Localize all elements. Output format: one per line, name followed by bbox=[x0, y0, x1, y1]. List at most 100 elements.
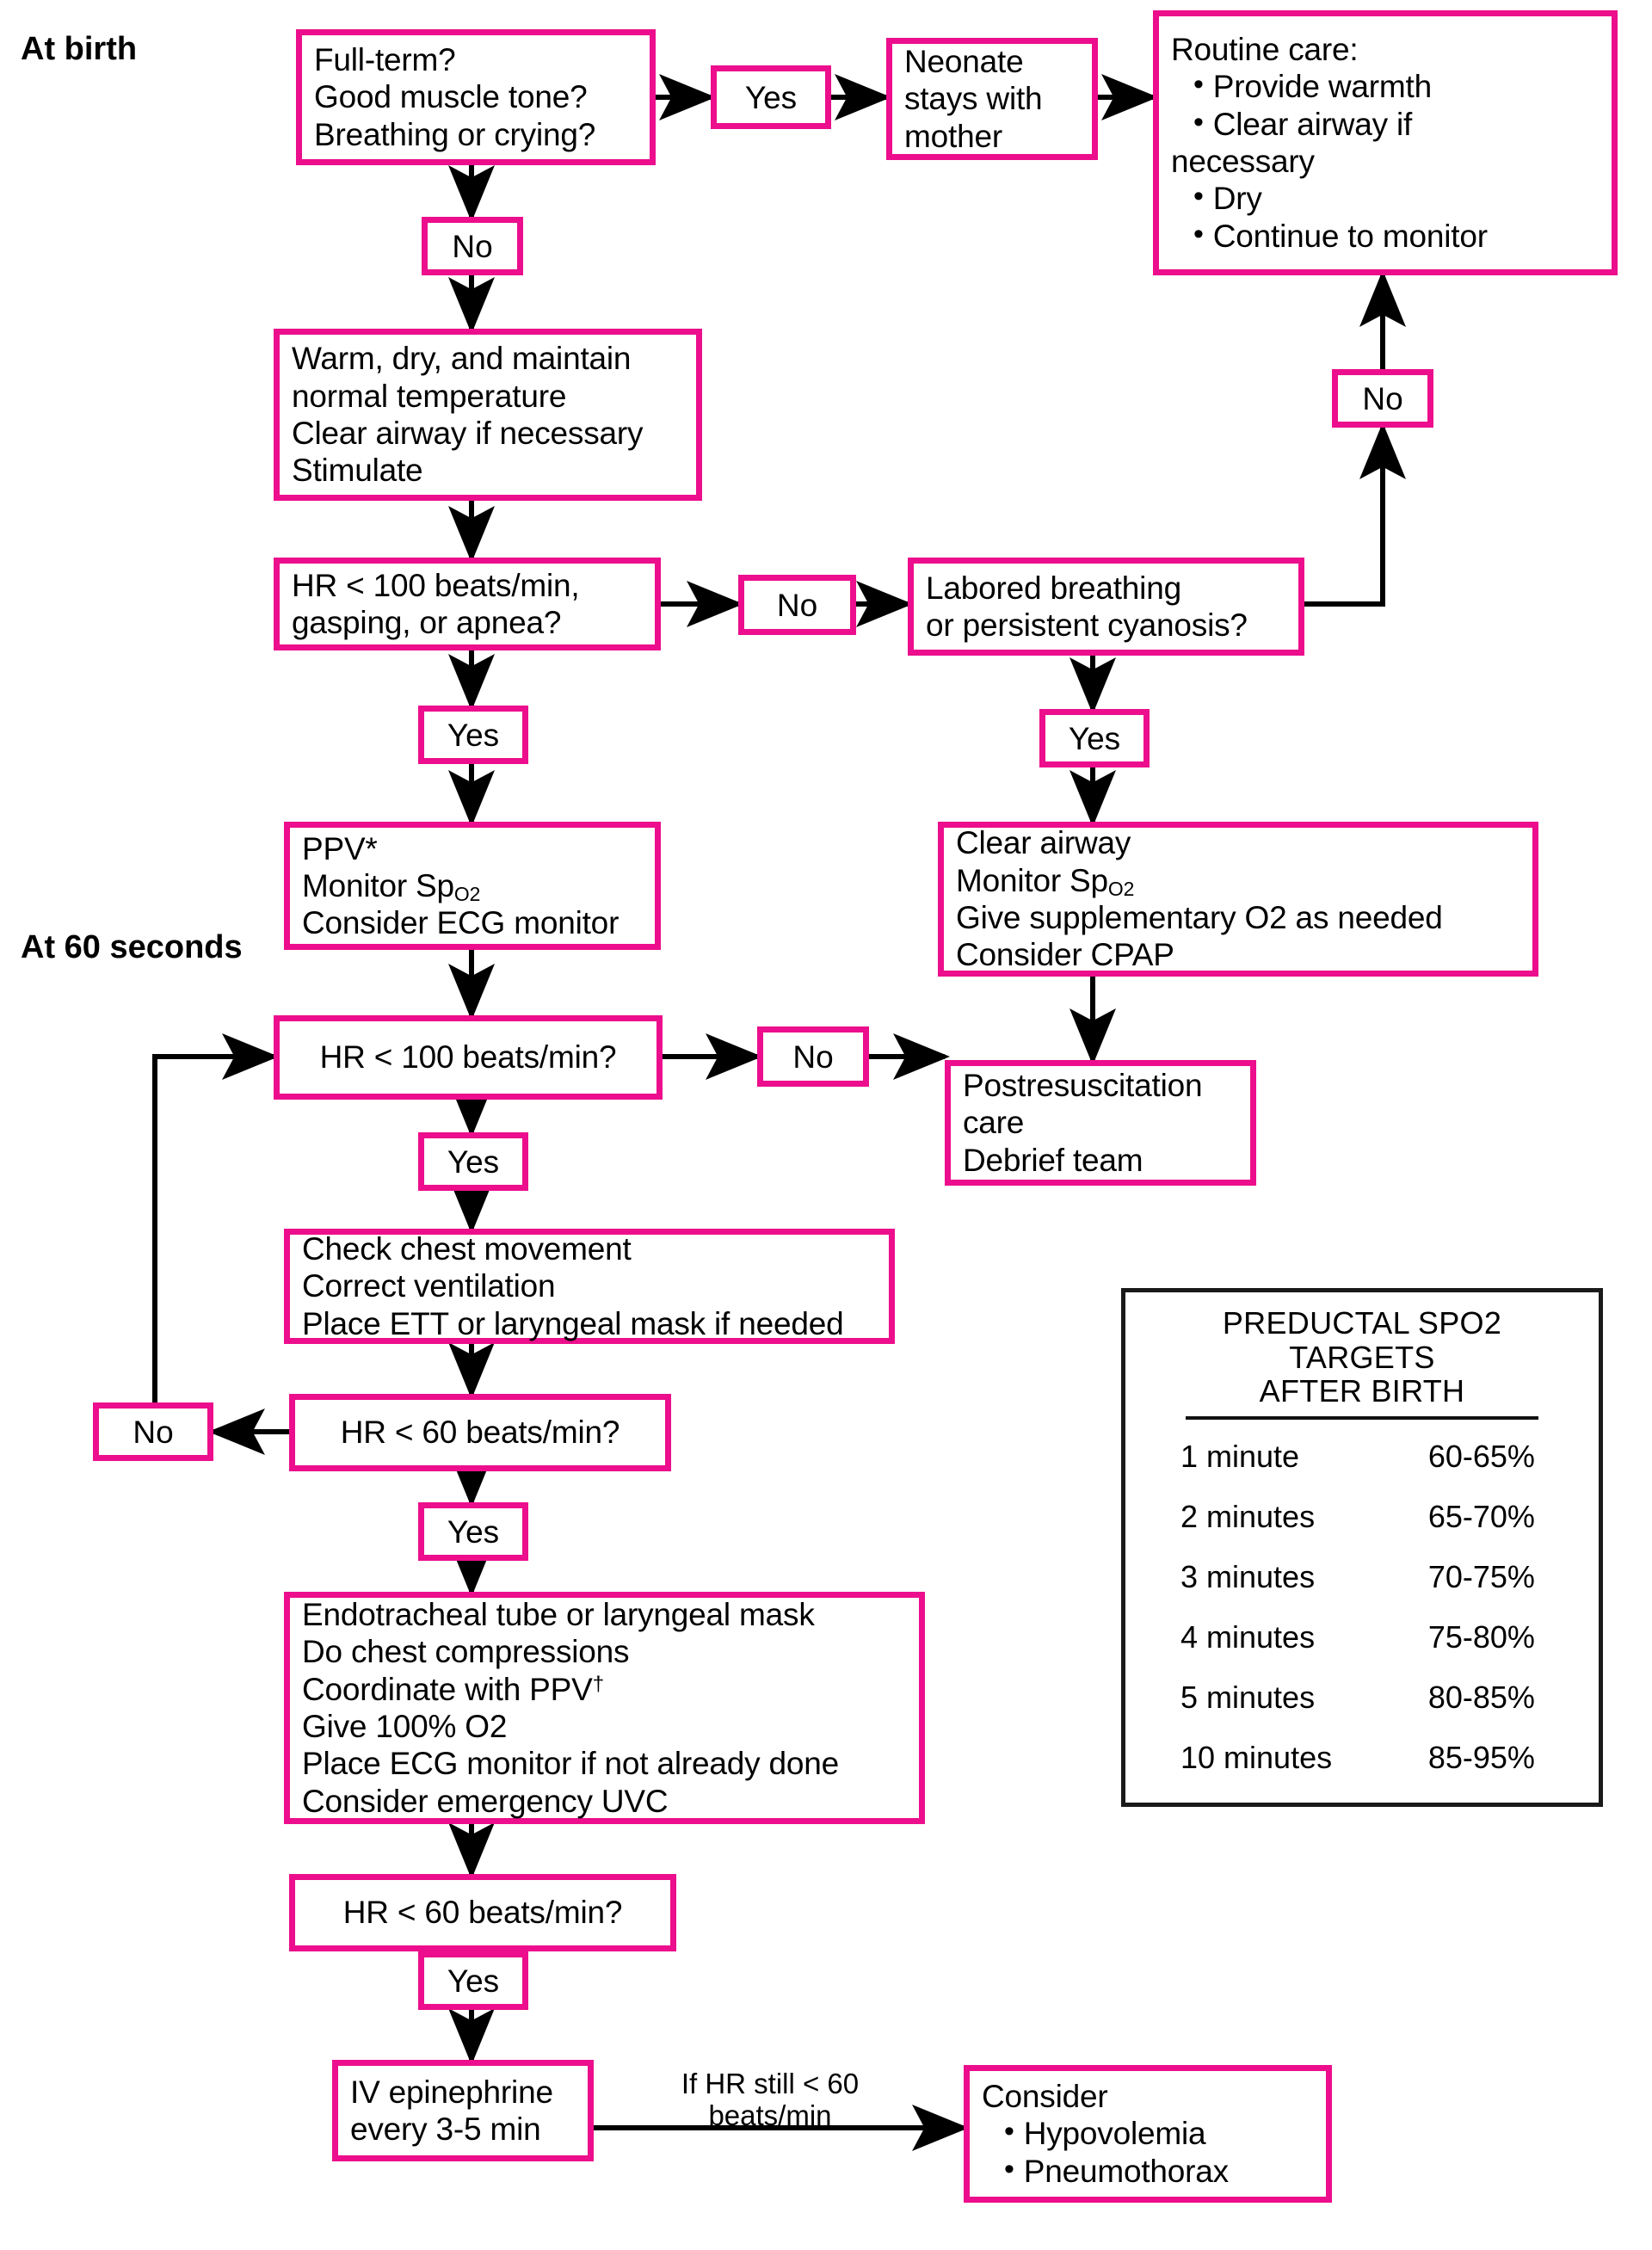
routine-care-bullet: • Continue to monitor bbox=[1171, 218, 1600, 255]
node-warm-dry-maintain[interactable]: Warm, dry, and maintain normal temperatu… bbox=[274, 329, 702, 501]
node-line: Full-term? bbox=[314, 42, 456, 78]
node-line: Labored breathing bbox=[926, 570, 1181, 606]
node-line: Debrief team bbox=[963, 1142, 1143, 1178]
node-line: Neonate bbox=[904, 44, 1024, 80]
stage-label-at-60-seconds: At 60 seconds bbox=[21, 929, 243, 965]
spo2-subscript: O2 bbox=[1107, 877, 1135, 900]
edge-label-if-hr-still-60: If HR still < 60 beats/min bbox=[628, 2068, 912, 2132]
decision-yes-hr100-gasping[interactable]: Yes bbox=[418, 706, 528, 764]
decision-no-hr100-gasping[interactable]: No bbox=[738, 575, 856, 635]
node-hr-100-gasping-apnea[interactable]: HR < 100 beats/min, gasping, or apnea? bbox=[274, 558, 661, 650]
node-line: Consider ECG monitor bbox=[302, 905, 620, 941]
routine-care-bullet-continuation: necessary bbox=[1171, 144, 1315, 179]
preductal-spo2-targets-panel: PREDUCTAL SPO2 TARGETS AFTER BIRTH 1 min… bbox=[1121, 1288, 1603, 1807]
coordinate-ppv-text: Coordinate with PPV bbox=[302, 1671, 593, 1707]
decision-yes-hr60-first[interactable]: Yes bbox=[418, 1502, 528, 1561]
spo2-target: 75-80% bbox=[1427, 1618, 1535, 1655]
node-hr-60-beats-min-second[interactable]: HR < 60 beats/min? bbox=[289, 1874, 676, 1951]
node-line: gasping, or apnea? bbox=[292, 605, 562, 640]
node-line: Consider emergency UVC bbox=[302, 1783, 669, 1819]
node-labored-breathing-cyanosis[interactable]: Labored breathing or persistent cyanosis… bbox=[908, 558, 1304, 656]
node-ppv-monitor-spo2[interactable]: PPV* Monitor SpO2 Consider ECG monitor bbox=[284, 822, 661, 950]
consider-bullet: • Pneumothorax bbox=[982, 2153, 1314, 2190]
spo2-target: 70-75% bbox=[1427, 1558, 1535, 1594]
decision-label: No bbox=[792, 1039, 834, 1075]
node-line: Endotracheal tube or laryngeal mask bbox=[302, 1597, 815, 1633]
decision-label: No bbox=[1362, 380, 1403, 416]
table-row: 10 minutes 85-95% bbox=[1148, 1728, 1576, 1788]
bullet-text: Provide warmth bbox=[1212, 69, 1432, 105]
node-line: Good muscle tone? bbox=[314, 79, 588, 115]
decision-no-labored-breathing[interactable]: No bbox=[1332, 369, 1433, 428]
decision-label: Yes bbox=[447, 1143, 500, 1180]
decision-yes-hr60-second[interactable]: Yes bbox=[418, 1951, 528, 2010]
node-clear-airway-cpap[interactable]: Clear airway Monitor SpO2 Give supplemen… bbox=[938, 822, 1538, 977]
decision-yes-hr100[interactable]: Yes bbox=[418, 1132, 528, 1191]
node-initial-assessment[interactable]: Full-term? Good muscle tone? Breathing o… bbox=[296, 29, 656, 165]
node-line: Give 100% O2 bbox=[302, 1709, 508, 1744]
decision-yes-initial[interactable]: Yes bbox=[711, 65, 831, 129]
edge-label-line: beats/min bbox=[708, 2099, 832, 2131]
spo2-title-line-2: AFTER BIRTH bbox=[1259, 1373, 1465, 1409]
decision-label: Yes bbox=[1068, 720, 1121, 756]
node-ett-chest-compressions[interactable]: Endotracheal tube or laryngeal mask Do c… bbox=[284, 1592, 925, 1824]
node-line: Stimulate bbox=[292, 453, 423, 489]
node-line-monitor-spo2: Monitor SpO2 bbox=[956, 862, 1520, 900]
spo2-subscript: O2 bbox=[453, 882, 481, 905]
table-row: 1 minute 60-65% bbox=[1148, 1427, 1576, 1487]
spo2-time: 1 minute bbox=[1180, 1438, 1300, 1474]
bullet-text: Hypovolemia bbox=[1023, 2116, 1206, 2152]
spo2-title-line-1: PREDUCTAL SPO2 TARGETS bbox=[1222, 1305, 1502, 1375]
node-line: Clear airway bbox=[956, 825, 1131, 861]
edge-label-line: If HR still < 60 bbox=[681, 2068, 860, 2099]
bullet-dot: • bbox=[1193, 217, 1204, 250]
bullet-dot: • bbox=[1193, 105, 1204, 139]
spo2-target: 85-95% bbox=[1427, 1739, 1535, 1775]
node-routine-care[interactable]: Routine care: • Provide warmth • Clear a… bbox=[1153, 10, 1618, 275]
routine-care-bullet: • Provide warmth bbox=[1171, 68, 1600, 105]
node-line-coordinate-ppv: Coordinate with PPV† bbox=[302, 1671, 907, 1708]
node-line: normal temperature bbox=[292, 378, 567, 414]
decision-no-hr60-first[interactable]: No bbox=[93, 1402, 213, 1461]
decision-label: Yes bbox=[447, 1513, 500, 1550]
node-iv-epinephrine[interactable]: IV epinephrine every 3-5 min bbox=[332, 2060, 594, 2161]
node-line: Correct ventilation bbox=[302, 1268, 556, 1304]
decision-label: No bbox=[452, 228, 493, 264]
table-row: 4 minutes 75-80% bbox=[1148, 1607, 1576, 1667]
node-hr-60-beats-min-first[interactable]: HR < 60 beats/min? bbox=[289, 1394, 671, 1471]
table-row: 3 minutes 70-75% bbox=[1148, 1547, 1576, 1607]
node-check-chest-movement[interactable]: Check chest movement Correct ventilation… bbox=[284, 1229, 895, 1344]
node-line: Give supplementary O2 as needed bbox=[956, 900, 1443, 935]
routine-care-bullet: • Dry bbox=[1171, 180, 1600, 217]
spo2-time: 2 minutes bbox=[1180, 1498, 1316, 1534]
node-line: IV epinephrine bbox=[350, 2074, 553, 2110]
bullet-dot: • bbox=[1193, 68, 1204, 102]
node-postresuscitation-care[interactable]: Postresuscitation care Debrief team bbox=[945, 1060, 1256, 1186]
spo2-time: 4 minutes bbox=[1180, 1618, 1316, 1655]
decision-no-hr100[interactable]: No bbox=[757, 1026, 869, 1087]
spo2-target: 65-70% bbox=[1427, 1498, 1535, 1534]
bullet-dot: • bbox=[1193, 180, 1204, 213]
monitor-spo2-text: Monitor Sp bbox=[956, 862, 1108, 898]
spo2-time: 10 minutes bbox=[1180, 1739, 1333, 1775]
node-consider-causes[interactable]: Consider • Hypovolemia • Pneumothorax bbox=[964, 2065, 1332, 2203]
node-line: Do chest compressions bbox=[302, 1634, 630, 1670]
node-hr-100-beats-min[interactable]: HR < 100 beats/min? bbox=[274, 1015, 663, 1100]
node-line: stays with bbox=[904, 81, 1043, 117]
spo2-title-rule bbox=[1186, 1415, 1538, 1420]
node-line: Place ECG monitor if not already done bbox=[302, 1746, 839, 1782]
decision-label: Yes bbox=[447, 717, 500, 753]
node-line-monitor-spo2: Monitor SpO2 bbox=[302, 867, 643, 905]
node-line: Clear airway if necessary bbox=[292, 416, 644, 451]
node-line: HR < 100 beats/min? bbox=[319, 1039, 617, 1076]
spo2-time: 5 minutes bbox=[1180, 1679, 1316, 1715]
decision-no-initial[interactable]: No bbox=[422, 217, 523, 275]
spo2-time: 3 minutes bbox=[1180, 1558, 1316, 1594]
node-line: Place ETT or laryngeal mask if needed bbox=[302, 1305, 844, 1341]
node-neonate-stays-with-mother[interactable]: Neonate stays with mother bbox=[886, 38, 1098, 160]
table-row: 5 minutes 80-85% bbox=[1148, 1667, 1576, 1728]
node-line: Warm, dry, and maintain bbox=[292, 341, 632, 377]
decision-yes-labored-breathing[interactable]: Yes bbox=[1039, 709, 1150, 767]
